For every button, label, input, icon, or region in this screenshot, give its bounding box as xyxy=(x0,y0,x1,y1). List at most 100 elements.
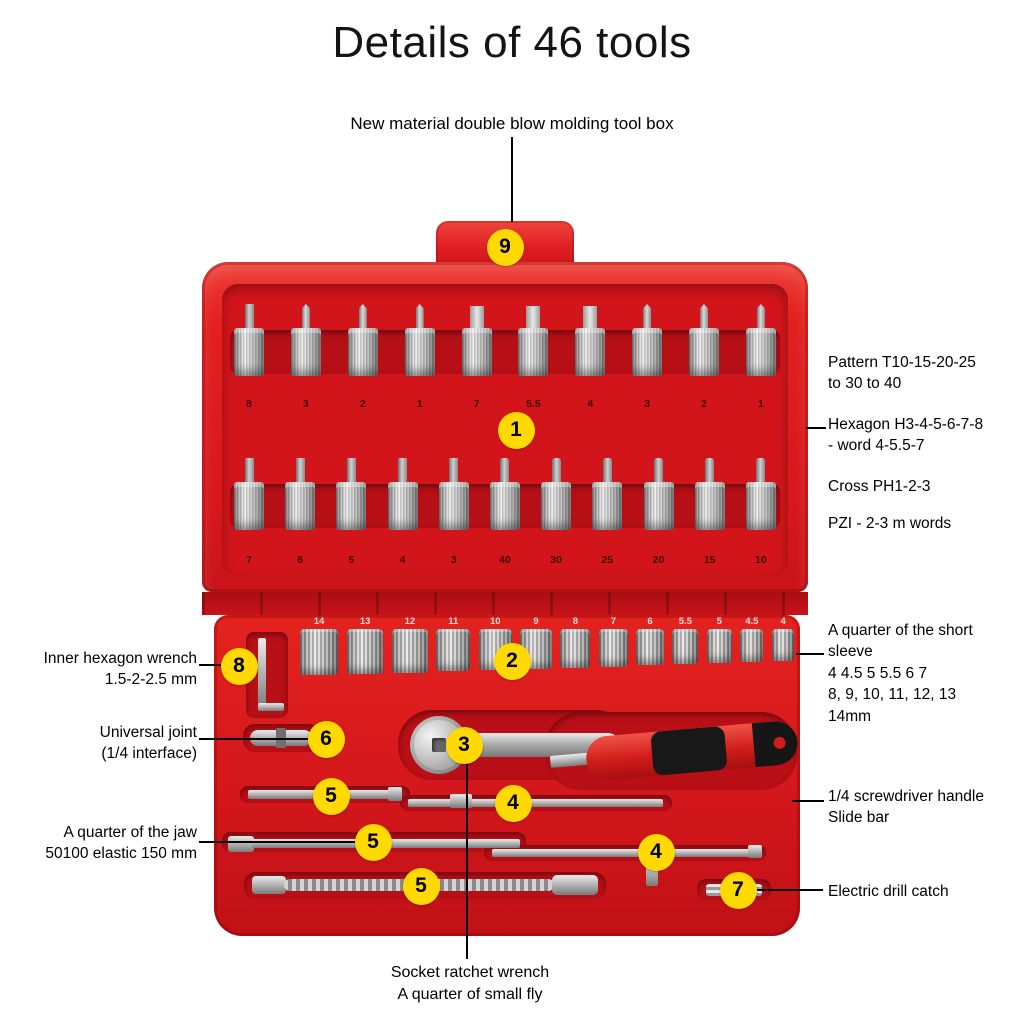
slide-bar-adapter xyxy=(450,794,472,808)
bit-tx-40 xyxy=(488,458,522,530)
leader-line-hex-wrench xyxy=(199,664,221,666)
note-line: Electric drill catch xyxy=(828,883,949,900)
bit-tip-hex-icon xyxy=(295,458,305,482)
bit-ph-2 xyxy=(687,304,721,376)
note-line: to 30 to 40 xyxy=(828,375,902,393)
marker-5-extension-short: 5 xyxy=(312,777,350,815)
socket-size-label: 13 xyxy=(359,616,371,627)
bit-tip-hex-icon xyxy=(346,458,356,482)
socket-body xyxy=(346,629,384,674)
bit-tx-30 xyxy=(539,458,573,530)
bit-hex-4 xyxy=(386,458,420,530)
leader-line-driver xyxy=(792,800,824,802)
marker-5-flexible-extension: 5 xyxy=(402,867,440,905)
bit-size-label: 3 xyxy=(644,398,651,410)
note-cross: Cross PH1-2-3 xyxy=(828,476,1020,497)
note-line: 1/4 screwdriver handle xyxy=(828,788,984,805)
socket-size-label: 11 xyxy=(448,616,459,627)
socket-6mm: 6 xyxy=(636,616,664,666)
socket-size-label: 10 xyxy=(490,616,501,627)
note-line: A quarter of the short xyxy=(828,622,973,639)
marker-3-ratchet-wrench: 3 xyxy=(445,726,483,764)
socket-size-label: 5.5 xyxy=(678,616,692,627)
marker-8-hex-wrench: 8 xyxy=(220,647,258,685)
bit-holder xyxy=(285,482,316,530)
hex-key-long-arm xyxy=(258,638,266,710)
note-pattern: Pattern T10-15-20-25 to 30 to 40 xyxy=(828,352,1020,395)
bit-tip-sl-icon xyxy=(583,306,598,328)
bit-tx-25 xyxy=(590,458,624,530)
bit-hex-7 xyxy=(232,458,266,530)
bit-holder xyxy=(387,482,418,530)
socket-11mm: 11 xyxy=(436,616,471,672)
bit-holder xyxy=(234,482,264,530)
note-line: PZI - 2-3 m words xyxy=(828,515,952,532)
bit-size-label: 10 xyxy=(755,554,767,566)
leader-line-jaw xyxy=(199,841,355,843)
bit-holder xyxy=(290,328,321,376)
socket-body xyxy=(672,629,699,665)
bit-holder xyxy=(632,328,663,376)
bit-ph-1 xyxy=(744,304,778,376)
socket-body xyxy=(707,629,732,663)
marker-6-universal-joint: 6 xyxy=(307,720,345,758)
bit-hex-8 xyxy=(232,304,266,376)
bit-tip-ph-icon xyxy=(643,304,652,328)
note-universal-joint: Universal joint (1/4 interface) xyxy=(4,722,197,765)
extension-bar-long-knob xyxy=(228,836,254,852)
socket-body xyxy=(560,629,591,668)
screwdriver-body xyxy=(584,719,800,782)
note-line: Hexagon H3-4-5-6-7-8 xyxy=(828,416,984,433)
note-hex-wrench: Inner hexagon wrench 1.5-2-2.5 mm xyxy=(4,648,197,691)
bit-size-label: 6 xyxy=(297,554,304,566)
bit-size-label: 1 xyxy=(757,398,764,410)
socket-size-label: 6 xyxy=(647,616,653,627)
bit-tip-hex-icon xyxy=(398,458,408,482)
bit-tip-tx-icon xyxy=(654,458,663,482)
note-line: 4 4.5 5 5.5 6 7 xyxy=(828,664,928,682)
note-line: A quarter of the jaw xyxy=(63,824,197,841)
bit-size-label: 25 xyxy=(601,554,614,566)
bit-size-label: 7 xyxy=(473,398,480,410)
socket-5.5mm: 5.5 xyxy=(672,616,699,665)
bit-tip-hex-icon xyxy=(244,304,254,328)
marker-2-socket-set: 2 xyxy=(493,642,531,680)
note-pzi: PZI - 2-3 m words xyxy=(828,513,1020,534)
flexible-extension-left-end xyxy=(252,876,286,894)
bit-size-label: 5 xyxy=(348,554,355,566)
note-ratchet: Socket ratchet wrench A quarter of small… xyxy=(340,962,600,1006)
hex-key-short-arm xyxy=(258,703,284,711)
bit-tip-tx-icon xyxy=(551,458,561,482)
bit-tip-hex-icon xyxy=(244,458,254,482)
bit-size-label: 5.5 xyxy=(526,398,541,410)
bit-tx-15 xyxy=(693,458,727,530)
note-line: 1.5-2-2.5 mm xyxy=(104,671,197,689)
bit-sl-4 xyxy=(573,304,607,376)
note-line: (1/4 interface) xyxy=(101,745,197,763)
bit-holder xyxy=(461,328,492,376)
bit-row-2 xyxy=(232,458,778,530)
page-title: Details of 46 tools xyxy=(332,18,692,67)
bit-holder xyxy=(689,328,719,376)
bit-holder xyxy=(694,482,725,530)
bit-hex-3 xyxy=(437,458,471,530)
note-driver: 1/4 screwdriver handle Slide bar xyxy=(828,786,1020,829)
bit-size-label: 20 xyxy=(652,554,665,566)
flexible-extension-right-end xyxy=(552,875,598,895)
marker-7-drill-catch: 7 xyxy=(719,871,757,909)
note-line: Slide bar xyxy=(828,809,890,827)
bit-size-label: 15 xyxy=(703,554,716,566)
bit-size-label: 40 xyxy=(499,554,511,566)
bit-sl-5.5 xyxy=(516,304,550,376)
note-line: 8, 9, 10, 11, 12, 13 xyxy=(828,686,957,704)
note-hexagon: Hexagon H3-4-5-6-7-8 - word 4-5.5-7 xyxy=(828,414,1020,457)
bit-tip-sl-icon xyxy=(526,306,541,328)
socket-size-label: 5 xyxy=(716,616,722,627)
slide-bar-2 xyxy=(492,849,760,857)
bit-sl-7 xyxy=(460,304,494,376)
leader-line-catch xyxy=(757,889,823,891)
note-line: A quarter of small fly xyxy=(397,986,543,1004)
bit-holder xyxy=(592,482,623,530)
marker-5-extension-long: 5 xyxy=(354,823,392,861)
